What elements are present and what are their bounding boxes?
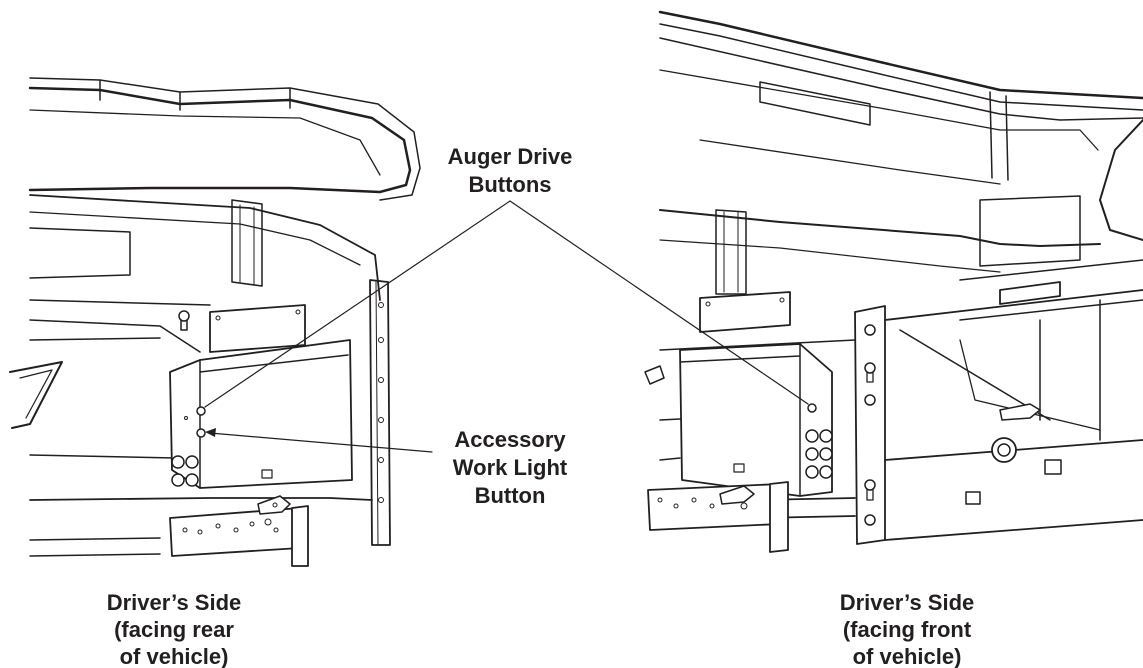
right-spreader-view <box>644 10 1143 553</box>
left-caption-line2: (facing rear <box>114 617 234 642</box>
left-caption-line3: of vehicle) <box>120 644 229 668</box>
left-caption-line1: Driver’s Side <box>107 590 242 615</box>
accessory-arrowhead <box>205 428 216 437</box>
auger-leader-left <box>204 200 511 408</box>
right-auger-button-icon <box>807 403 817 413</box>
accessory-callout-line3: Button <box>475 483 546 508</box>
accessory-callout-line2: Work Light <box>453 455 568 480</box>
left-auger-button-icon <box>196 406 206 416</box>
right-caption-line1: Driver’s Side <box>840 590 975 615</box>
auger-leader-right <box>509 200 809 405</box>
auger-drive-callout: Auger Drive Buttons <box>448 144 573 197</box>
accessory-callout-line1: Accessory <box>454 427 566 452</box>
right-caption-line3: of vehicle) <box>853 644 962 668</box>
auger-callout-line1: Auger Drive <box>448 144 573 169</box>
right-view-caption: Driver’s Side (facing front of vehicle) <box>840 590 975 668</box>
right-caption-line2: (facing front <box>843 617 972 642</box>
accessory-leader <box>209 432 433 453</box>
left-spreader-view <box>9 77 421 567</box>
auger-callout-line2: Buttons <box>468 172 551 197</box>
left-light-button-icon <box>196 428 206 438</box>
accessory-light-callout: Accessory Work Light Button <box>453 427 568 508</box>
left-view-caption: Driver’s Side (facing rear of vehicle) <box>107 590 242 668</box>
